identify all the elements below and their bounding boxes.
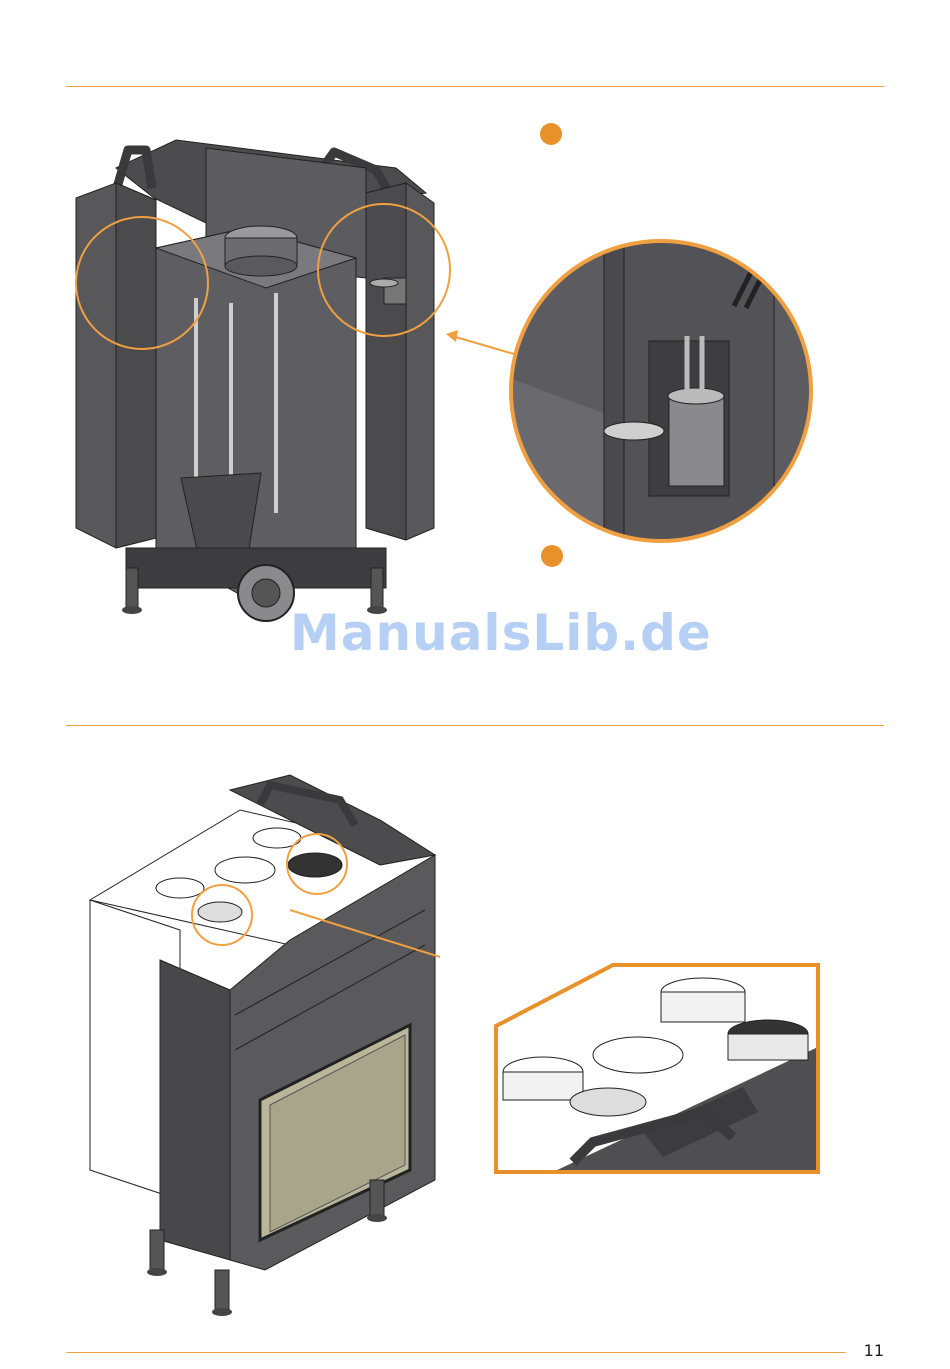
step-dot-1	[540, 123, 562, 145]
figure-2-illustration	[80, 770, 440, 1320]
figure-1-illustration	[66, 128, 466, 648]
top-rule	[66, 86, 884, 87]
pointer-arrow	[452, 336, 514, 354]
counterweight-icon	[669, 396, 724, 486]
middle-rule	[66, 725, 884, 726]
bottom-rule	[66, 1352, 846, 1353]
figure-1-detail	[444, 236, 824, 556]
page-number: 11	[864, 1341, 884, 1360]
step-dot-2	[541, 545, 563, 567]
figure-2-detail	[493, 962, 821, 1176]
watermark: ManualsLib.de	[290, 604, 712, 662]
